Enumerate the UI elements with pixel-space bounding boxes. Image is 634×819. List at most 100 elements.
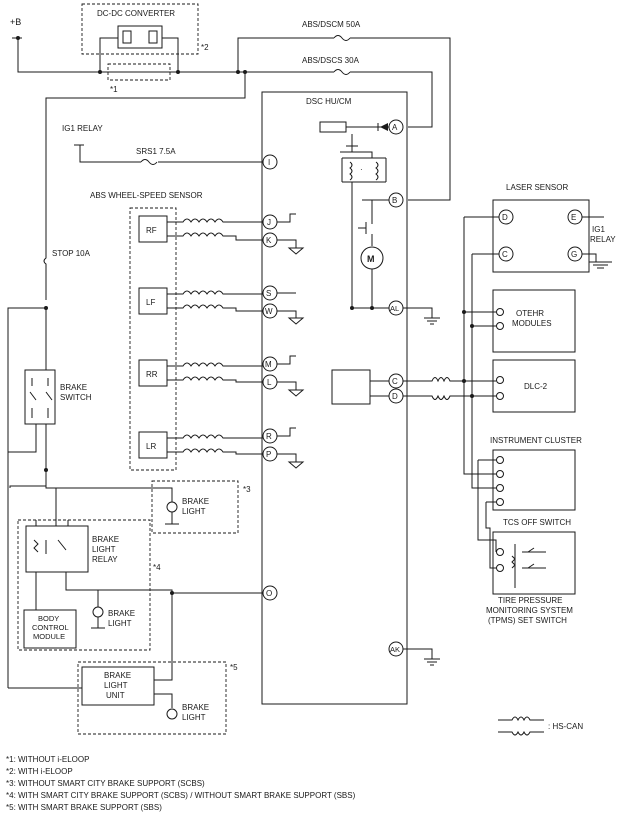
abs-dscs-fuse-label: ABS/DSCS 30A — [302, 56, 360, 65]
switch-contacts — [511, 544, 546, 588]
note-4: *4 — [153, 563, 161, 572]
hs-can-legend-label: : HS-CAN — [548, 722, 583, 731]
instrument-cluster-label: INSTRUMENT CLUSTER — [490, 436, 582, 445]
dsc-hucm-label: DSC HU/CM — [306, 97, 352, 106]
svg-text:B: B — [392, 196, 397, 205]
brake-switch-contacts — [29, 378, 53, 418]
can-controller — [331, 369, 371, 405]
dcdc-boundary — [81, 3, 199, 55]
motor-label: M — [367, 254, 375, 264]
svg-text:D: D — [502, 213, 508, 222]
footnote-4: *4: WITH SMART CITY BRAKE SUPPORT (SCBS)… — [6, 791, 356, 800]
footnote-2: *2: WITH i-ELOOP — [6, 767, 73, 776]
ig1-relay-label: IG1 RELAY — [62, 124, 103, 133]
svg-text:K: K — [266, 236, 272, 245]
svg-text:AL: AL — [390, 304, 399, 313]
motor-relay-coil — [319, 121, 347, 133]
svg-text:W: W — [265, 307, 273, 316]
tcs-tpms-switch-box — [492, 531, 576, 595]
svg-text:S: S — [266, 289, 271, 298]
svg-text:RR: RR — [146, 370, 158, 379]
brake-light-1-wiring — [45, 470, 179, 525]
abs-dscs-line — [245, 71, 433, 128]
srs1-fuse-label: SRS1 7.5A — [136, 147, 176, 156]
note-5: *5 — [230, 663, 238, 672]
svg-text:M: M — [265, 360, 272, 369]
svg-text:C: C — [502, 250, 508, 259]
svg-text:O: O — [266, 589, 272, 598]
stop-fuse — [43, 240, 47, 300]
solenoid-bank — [341, 157, 387, 183]
svg-text:I: I — [268, 158, 270, 167]
dlc2-label: DLC-2 — [524, 382, 548, 391]
abs-dscs-fuse — [333, 69, 351, 75]
al-ground — [403, 307, 440, 325]
pump-fet — [358, 199, 396, 246]
brake-light-bulb-3 — [166, 708, 178, 720]
wheel-sensor-rf: RF — [138, 213, 305, 255]
footnote-3: *3: WITHOUT SMART CITY BRAKE SUPPORT (SC… — [6, 779, 205, 788]
brake-light-bulb-1 — [166, 501, 178, 513]
bypass-note: *1 — [110, 85, 118, 94]
svg-text:LF: LF — [146, 298, 155, 307]
ak-ground — [403, 648, 440, 666]
wheel-sensor-group — [129, 207, 177, 471]
brake-switch-box — [24, 369, 56, 425]
svg-text:D: D — [392, 392, 398, 401]
relay-output — [35, 572, 263, 610]
svg-text:AK: AK — [390, 645, 400, 654]
hs-can-trunk — [403, 377, 496, 400]
svg-text:P: P — [266, 450, 271, 459]
stop-feed-line — [45, 72, 246, 240]
svg-text:J: J — [267, 218, 271, 227]
srs1-fuse — [140, 159, 158, 165]
svg-text:E: E — [571, 213, 576, 222]
stop-fuse-label: STOP 10A — [52, 249, 91, 258]
svg-text:G: G — [571, 250, 577, 259]
can-other-modules — [464, 311, 496, 327]
brake-light-bulb-2 — [92, 606, 104, 618]
svg-text:R: R — [266, 432, 272, 441]
wheel-sensor-title: ABS WHEEL-SPEED SENSOR — [90, 191, 203, 200]
svg-text:A: A — [392, 123, 398, 132]
hs-can-bus — [463, 216, 499, 489]
dcdc-wiring — [99, 37, 179, 72]
svg-text:·: · — [360, 165, 363, 174]
dlc2-box — [492, 359, 576, 413]
note-3: *3 — [243, 485, 251, 494]
dcdc-note: *2 — [201, 43, 209, 52]
brake-light-unit-box — [81, 666, 155, 706]
other-modules-box — [492, 289, 576, 353]
tcs-off-switch-label: TCS OFF SWITCH — [503, 518, 571, 527]
body-control-module-box — [23, 609, 77, 649]
valve-circuit — [340, 134, 373, 158]
footnote-5: *5: WITH SMART BRAKE SUPPORT (SBS) — [6, 803, 162, 812]
plus-b-label: +B — [10, 17, 21, 27]
cluster-switch-wiring — [463, 226, 497, 569]
svg-text:C: C — [392, 377, 398, 386]
svg-text:L: L — [267, 378, 272, 387]
brake-feed-line — [7, 307, 47, 688]
laser-sensor-label: LASER SENSOR — [506, 183, 568, 192]
abs-dscm-fuse — [333, 35, 351, 41]
brake-light-3-boundary — [151, 480, 239, 534]
footnotes: *1: WITHOUT i-ELOOP *2: WITH i-ELOOP *3:… — [6, 755, 356, 812]
brake-relay-boundary — [17, 519, 151, 651]
brake-light-relay-box — [25, 525, 89, 573]
abs-dscm-fuse-label: ABS/DSCM 50A — [302, 20, 361, 29]
svg-text:LR: LR — [146, 442, 156, 451]
relay-contacts — [33, 539, 67, 554]
svg-text:RF: RF — [146, 226, 157, 235]
laser-ground — [582, 216, 612, 269]
instrument-cluster-box — [492, 449, 576, 511]
hs-can-legend-symbol — [498, 716, 544, 736]
